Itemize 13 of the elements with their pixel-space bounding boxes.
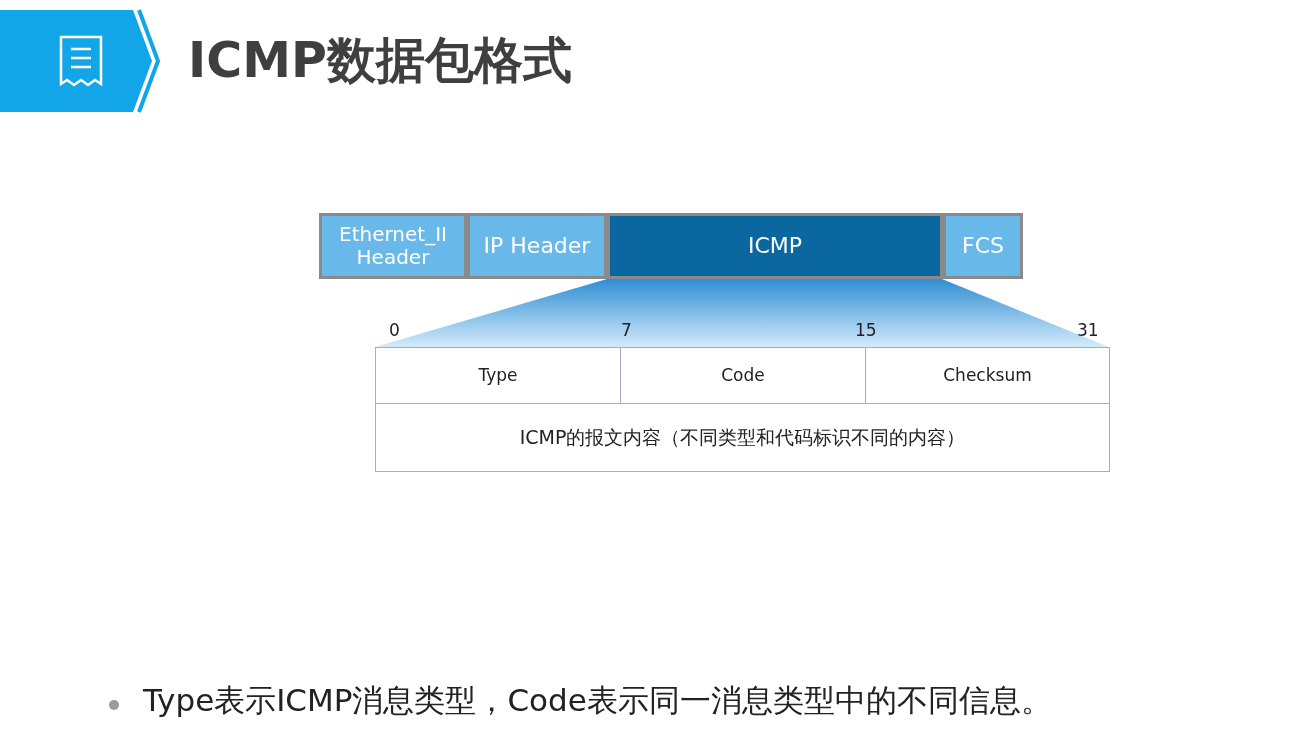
payload-field: ICMP (607, 213, 943, 279)
table-cell: Type (375, 347, 621, 404)
trailer-field: FCS (943, 213, 1023, 279)
bit-number: 7 (621, 320, 632, 340)
slide-title: ICMP数据包格式 (188, 31, 572, 91)
bullet-text: Type表示ICMP消息类型，Code表示同一消息类型中的不同信息。 (143, 681, 1052, 720)
table-cell: ICMP的报文内容（不同类型和代码标识不同的内容） (375, 403, 1110, 472)
bit-number: 31 (1077, 320, 1099, 340)
table-cell: Checksum (865, 347, 1110, 404)
header-field: IP Header (467, 213, 607, 279)
bit-number: 0 (389, 320, 400, 340)
bit-number: 15 (855, 320, 877, 340)
header-field: Ethernet_II Header (319, 213, 467, 279)
